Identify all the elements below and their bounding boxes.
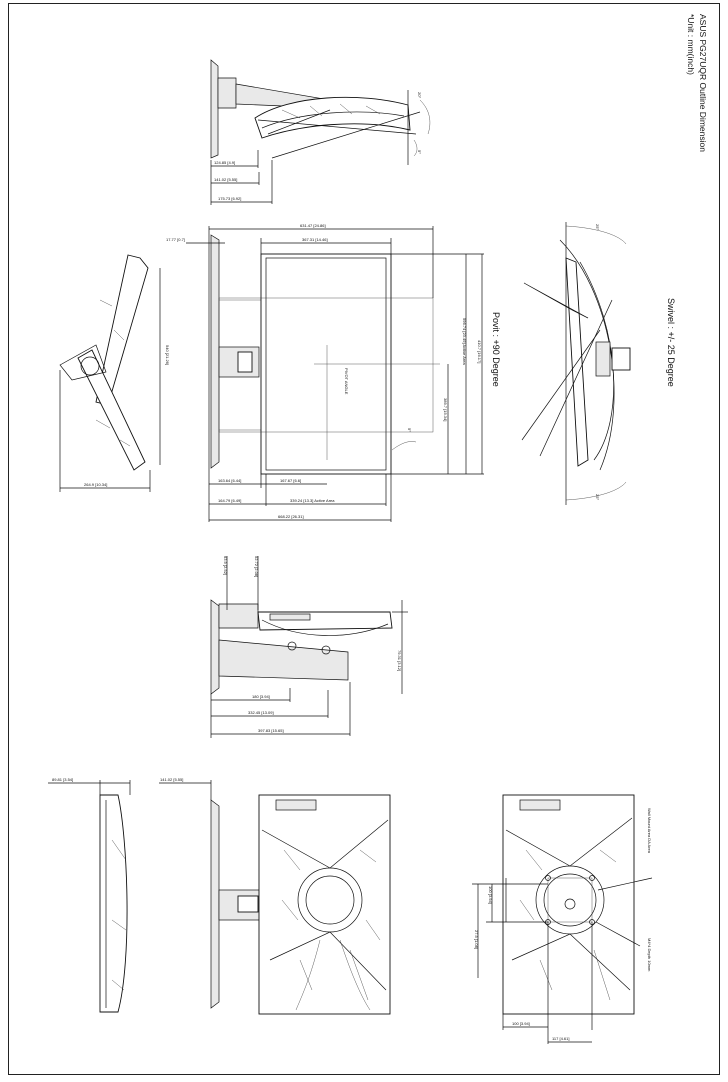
tilt-side-view: 20° 5° 124.85 [4.9] 141.02 [5.55] 175.73… bbox=[210, 59, 431, 205]
dim-631-47: 631.47 [24.86] bbox=[300, 223, 326, 228]
pivot-axis-label: PIVOT ANGLE bbox=[344, 368, 349, 395]
dim-v-79: 79.31 [3.12] bbox=[397, 650, 402, 671]
thin-side-view: 89.81 [3.54] bbox=[48, 777, 131, 1013]
back-view-stand: 141.02 [5.55] bbox=[159, 777, 391, 1015]
dim-124-85: 124.85 [4.9] bbox=[214, 160, 235, 165]
dim-141-02a: 141.02 [5.55] bbox=[214, 177, 237, 182]
swivel-label: Swivel : +/- 25 Degree bbox=[666, 298, 676, 387]
height-side-view: 63.9 [2.52] 52.72 [2.08] 79.31 [3.12] 18… bbox=[210, 556, 408, 738]
dim-167-67: 167.67 [6.6] bbox=[280, 478, 301, 483]
dim-17-77: 17.77 [0.7] bbox=[166, 237, 185, 242]
dim-339-24: 339.24 [13.3] Active Area bbox=[290, 498, 335, 503]
pivot-label: Povit : +90 Degree bbox=[491, 312, 501, 387]
angle-front: 5° bbox=[407, 428, 412, 432]
dim-89-81: 89.81 [3.54] bbox=[52, 777, 73, 782]
dim-v-410: 410.7 [16.17] bbox=[477, 340, 482, 363]
back-view-vesa: Wall Mount Area DA Area M4*4 Depth 10mm … bbox=[472, 794, 653, 1044]
angle-5: 5° bbox=[417, 150, 422, 154]
front-view: PIVOT ANGLE 631.47 [24.86] 367.31 [14.46… bbox=[166, 223, 501, 522]
dim-175-73: 175.73 [6.92] bbox=[218, 196, 241, 201]
title-line1: ASUS PG27UQR Outline Dimension bbox=[698, 14, 708, 152]
dim-163-64: 163.64 [6.44] bbox=[218, 478, 241, 483]
angle-25b: 25° bbox=[595, 494, 600, 500]
drawing-border bbox=[8, 3, 720, 1075]
dim-117: 117 [4.61] bbox=[552, 1036, 570, 1041]
dim-v-63: 63.9 [2.52] bbox=[223, 556, 228, 575]
dim-180: 180 [3.94] bbox=[252, 694, 270, 699]
dim-v-27: 27.5 [1.08] bbox=[474, 930, 479, 949]
dim-332-45: 332.45 [13.09] bbox=[248, 710, 274, 715]
dim-v-389: 389.7 [15.34] bbox=[443, 398, 448, 421]
dim-264-9: 264.9 [10.34] bbox=[84, 482, 107, 487]
dim-367-31: 367.31 [14.46] bbox=[302, 237, 328, 242]
dim-141-02b: 141.02 [5.55] bbox=[160, 777, 183, 782]
screw-label: M4*4 Depth 10mm bbox=[647, 938, 652, 972]
dim-v-100: 100 [3.94] bbox=[488, 886, 493, 904]
dim-668-22: 668.22 [26.31] bbox=[278, 514, 304, 519]
dim-v-596-side: 540 [21.26] bbox=[165, 345, 170, 365]
dim-v-596: 596.74 [23.49] Active Area bbox=[462, 318, 467, 365]
dim-v-52: 52.72 [2.08] bbox=[254, 556, 259, 577]
angle-25a: 25° bbox=[595, 224, 600, 230]
swivel-view: 25° 25° Swivel : +/- 25 Degree bbox=[521, 222, 676, 505]
angle-20: 20° bbox=[417, 92, 422, 98]
wall-mount-label: Wall Mount Area DA Area bbox=[647, 808, 652, 854]
title-line2: *Unit : mm(inch) bbox=[686, 14, 696, 75]
dim-397-83: 397.83 [15.65] bbox=[258, 728, 284, 733]
dim-100-bottom: 100 [3.94] bbox=[512, 1021, 530, 1026]
pivot-side-view: 540 [21.26] 264.9 [10.34] bbox=[59, 254, 170, 492]
dim-164-79: 164.79 [6.49] bbox=[218, 498, 241, 503]
title-block: ASUS PG27UQR Outline Dimension *Unit : m… bbox=[686, 14, 708, 152]
